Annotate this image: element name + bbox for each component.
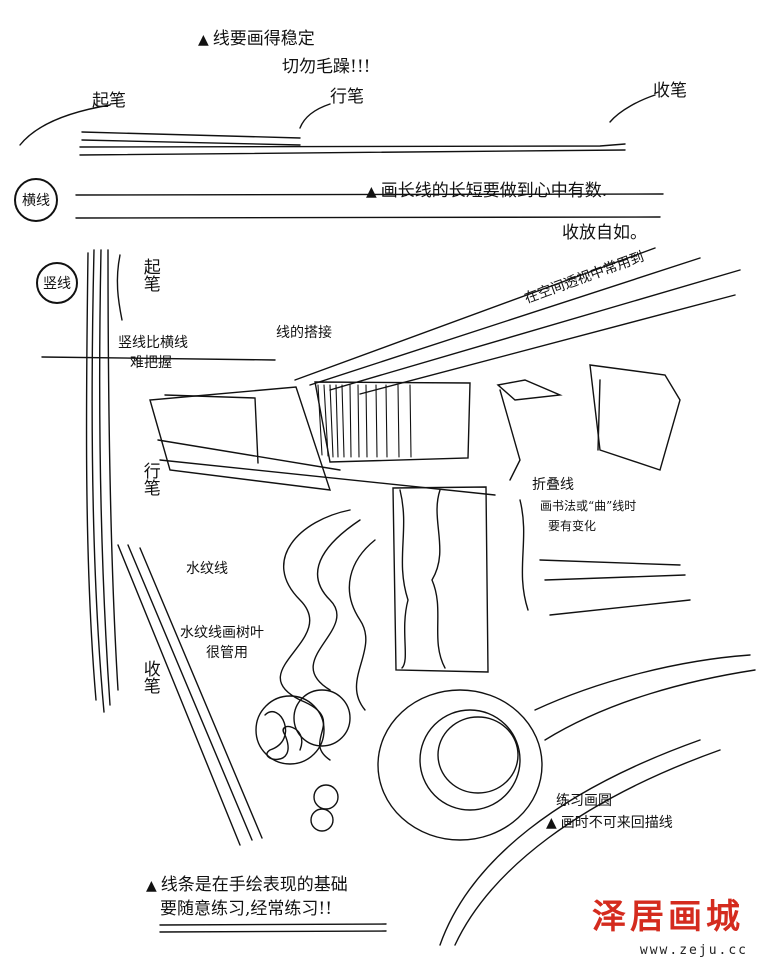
- vertical-practice-lines: [41, 249, 276, 713]
- diagonal-lines: [117, 544, 263, 846]
- brand-watermark: 泽居画城: [592, 897, 744, 937]
- title-line-1: 线要画得稳定: [198, 30, 315, 49]
- vertical-badge: 竖线: [36, 262, 78, 304]
- horizontal-badge: 横线: [14, 178, 58, 222]
- bottom-note-1: 线条是在手绘表现的基础: [146, 876, 348, 895]
- vertical-move-label: 行笔: [139, 462, 160, 496]
- end-stroke-label: 收笔: [653, 81, 687, 101]
- fold-line-label-3: 要有变化: [548, 519, 597, 533]
- fold-line-label-2: 画书法或“曲”线时: [540, 499, 637, 513]
- vertical-vs-horizontal-1: 竖线比横线: [118, 335, 188, 351]
- title-line-2: 切勿毛躁!!!: [282, 57, 371, 77]
- right-shaded-boxes: [496, 364, 681, 481]
- box-hatching: [317, 384, 412, 458]
- perspective-lines: [149, 247, 741, 496]
- vertical-end-label: 收笔: [139, 660, 160, 694]
- long-short-note: 画长线的长短要做到心中有数.: [366, 182, 607, 201]
- circle-practice-label-2: 画时不可来回描线: [546, 815, 673, 831]
- wave-tree-label-2: 很管用: [206, 645, 248, 661]
- vertical-start-label: 起笔: [139, 258, 160, 292]
- scribble-tree: [255, 689, 351, 832]
- fold-line-label-1: 折叠线: [532, 477, 574, 493]
- freely-note: 收放自如。: [562, 223, 647, 243]
- bottom-underlines: [159, 923, 387, 933]
- move-stroke-label: 行笔: [330, 87, 364, 107]
- practice-circles: [377, 654, 756, 946]
- start-stroke-label: 起笔: [92, 91, 126, 111]
- bottom-note-2: 要随意练习,经常练习!!: [160, 899, 333, 919]
- fold-lines-rectangle: [392, 486, 691, 673]
- url-watermark: www.zeju.cc: [639, 943, 748, 958]
- wave-tree-label-1: 水纹线画树叶: [180, 625, 264, 641]
- line-overlap-label: 线的搭接: [276, 325, 332, 341]
- vertical-vs-horizontal-2: 难把握: [130, 355, 172, 371]
- circle-practice-label-1: 练习画圆: [556, 793, 612, 809]
- wave-line-label: 水纹线: [186, 561, 228, 577]
